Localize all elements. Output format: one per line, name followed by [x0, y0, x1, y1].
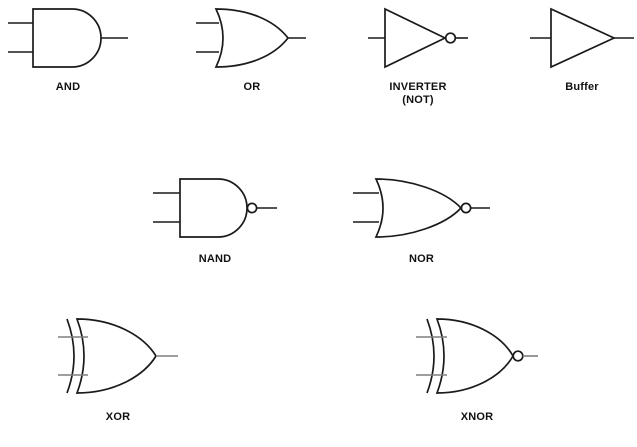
xnor-gate-label: XNOR — [460, 411, 494, 423]
nor-gate-icon — [353, 178, 490, 238]
and-gate: AND — [8, 8, 128, 94]
xnor-gate: XNOR — [416, 318, 538, 424]
or-gate-label: OR — [243, 81, 261, 93]
or-gate-icon — [196, 8, 306, 68]
xnor-gate-icon — [416, 318, 538, 394]
xor-gate-icon — [58, 318, 178, 394]
nand-gate-icon — [153, 178, 277, 238]
buffer-gate-icon — [530, 7, 634, 69]
nor-gate: NOR — [353, 178, 490, 266]
inverter-gate-icon — [368, 7, 468, 69]
or-gate: OR — [196, 8, 308, 94]
xor-gate-label: XOR — [105, 411, 131, 423]
inverter-gate-label: INVERTER (NOT) — [389, 81, 447, 106]
xor-gate: XOR — [58, 318, 178, 424]
and-gate-label: AND — [55, 81, 81, 93]
buffer-gate: Buffer — [530, 7, 634, 94]
nor-gate-label: NOR — [408, 253, 435, 265]
buffer-gate-label: Buffer — [565, 81, 599, 93]
nand-gate: NAND — [153, 178, 277, 266]
and-gate-icon — [8, 8, 128, 68]
inverter-gate: INVERTER (NOT) — [368, 7, 468, 107]
nand-gate-label: NAND — [198, 253, 232, 265]
